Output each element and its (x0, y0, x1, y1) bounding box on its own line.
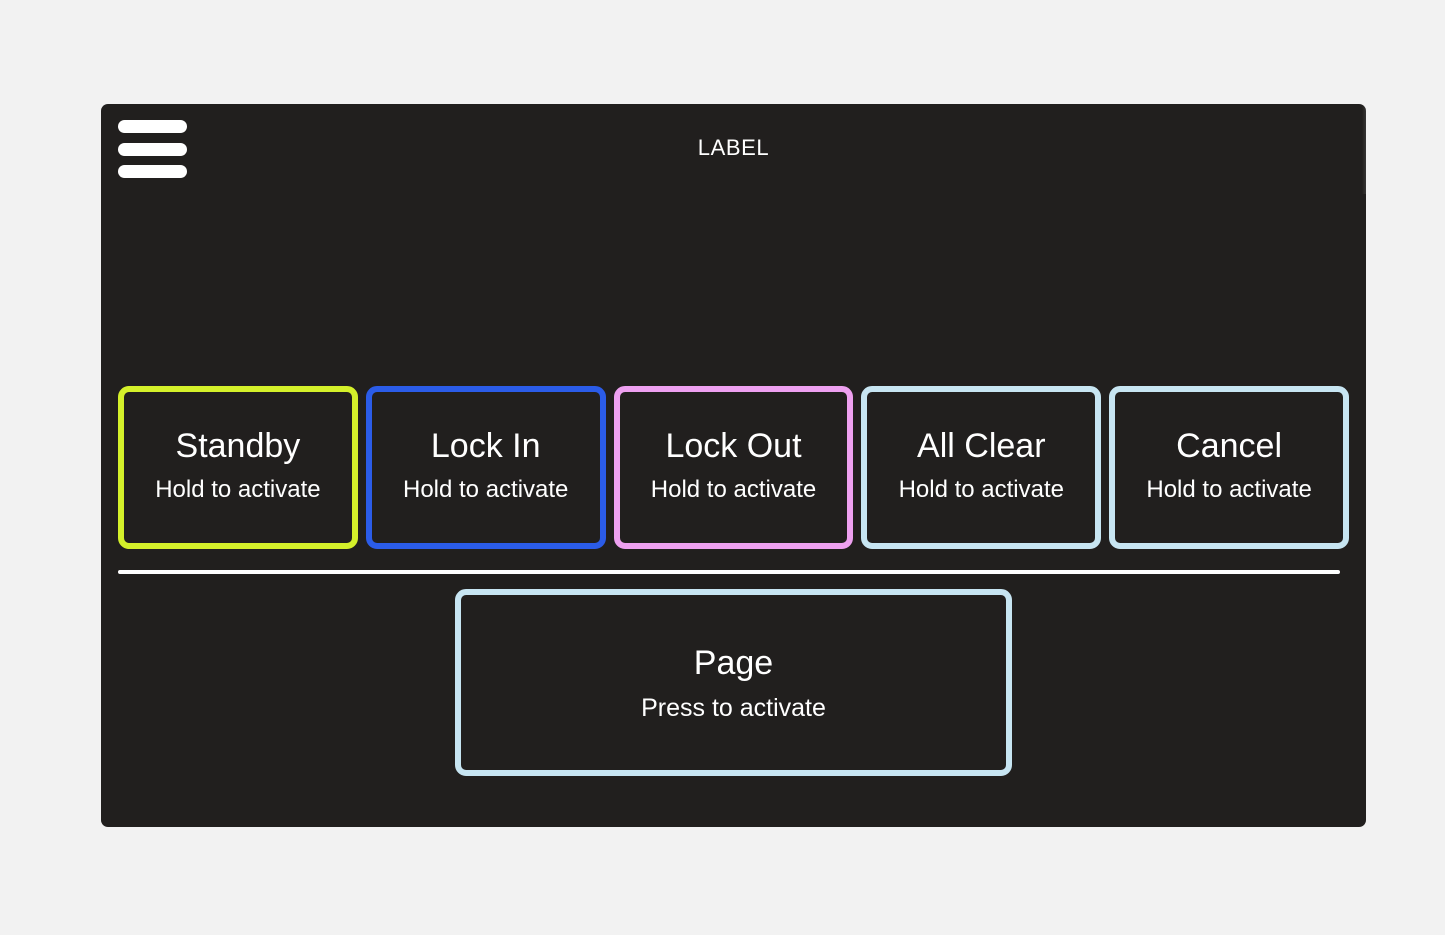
page-button[interactable]: Page Press to activate (455, 589, 1012, 776)
hold-button-subtitle: Hold to activate (155, 475, 321, 503)
page-title: LABEL (697, 135, 770, 160)
hamburger-menu-icon[interactable] (118, 120, 187, 178)
hamburger-bar-top (118, 120, 187, 133)
hamburger-bar-middle (118, 142, 187, 156)
hamburger-bar-bottom (118, 165, 187, 178)
panel-header: LABEL (101, 104, 1366, 196)
hold-button-subtitle: Hold to activate (650, 475, 817, 503)
hold-button-subtitle: Hold to activate (402, 475, 569, 503)
hold-button-lock-in[interactable]: Lock In Hold to activate (365, 386, 606, 549)
hold-button-cancel[interactable]: Cancel Hold to activate (1109, 386, 1349, 549)
hold-button-title: Lock In (430, 426, 541, 465)
hold-button-title: Standby (175, 426, 301, 465)
hold-button-title: Lock Out (665, 426, 802, 465)
section-divider (118, 570, 1340, 574)
hold-button-standby[interactable]: Standby Hold to activate (118, 386, 358, 549)
hold-button-title: All Clear (917, 426, 1046, 465)
hold-button-subtitle: Hold to activate (1146, 475, 1312, 503)
page-button-subtitle: Press to activate (641, 693, 826, 722)
hold-button-lock-out[interactable]: Lock Out Hold to activate (613, 386, 854, 549)
hold-button-subtitle: Hold to activate (898, 475, 1064, 503)
hold-button-row: Standby Hold to activate Lock In Hold to… (118, 386, 1349, 549)
hold-button-all-clear[interactable]: All Clear Hold to activate (861, 386, 1102, 549)
page-button-title: Page (693, 643, 774, 682)
hold-button-title: Cancel (1176, 426, 1282, 465)
control-panel: LABEL Standby Hold to activate Lock In H… (101, 104, 1366, 827)
